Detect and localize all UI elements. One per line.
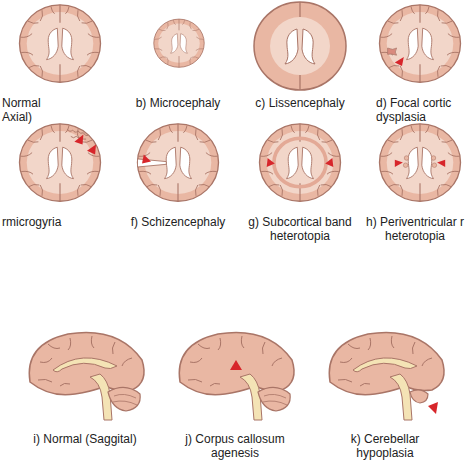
figure-label: j) Corpus callosum agenesis [170, 432, 300, 460]
figure-label: d) Focal cortic dysplasia [376, 96, 470, 124]
figure-label: c) Lissencephaly [240, 96, 360, 110]
figure-label: rmicrogyria [2, 215, 92, 229]
figure-label: i) Normal (Saggital) [30, 432, 140, 446]
figure-label: k) Cerebellar hypoplasia [330, 432, 440, 460]
figure-label: b) Microcephaly [118, 96, 238, 110]
figure-label: Normal Axial) [2, 96, 58, 124]
figure-label: g) Subcortical band heterotopia [245, 215, 355, 243]
figure-label: f) Schizencephaly [118, 215, 238, 229]
figure-label: h) Periventricular r heterotopia [358, 215, 472, 243]
